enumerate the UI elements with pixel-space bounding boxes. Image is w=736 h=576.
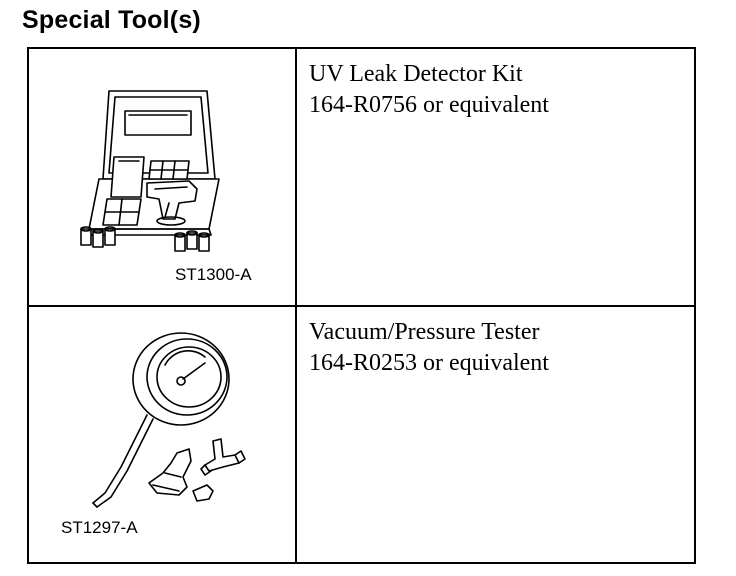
tool-description-cell: Vacuum/Pressure Tester 164-R0253 or equi… bbox=[295, 305, 696, 564]
page-title: Special Tool(s) bbox=[22, 6, 201, 34]
uv-leak-detector-kit-illustration bbox=[80, 90, 220, 252]
special-tools-table: ST1300-A UV Leak Detector Kit 164-R0756 … bbox=[27, 47, 696, 564]
tool-name: UV Leak Detector Kit bbox=[309, 61, 523, 87]
tool-description-cell: UV Leak Detector Kit 164-R0756 or equiva… bbox=[295, 47, 696, 307]
vacuum-pressure-tester-illustration bbox=[92, 332, 246, 508]
tool-image-cell: ST1297-A bbox=[27, 305, 297, 564]
tool-part-number: 164-R0253 or equivalent bbox=[309, 350, 549, 376]
tool-row: ST1300-A UV Leak Detector Kit 164-R0756 … bbox=[27, 47, 696, 307]
tool-image-cell: ST1300-A bbox=[27, 47, 297, 307]
tool-name: Vacuum/Pressure Tester bbox=[309, 319, 540, 345]
tool-code: ST1300-A bbox=[175, 265, 252, 284]
tool-row: ST1297-A Vacuum/Pressure Tester 164-R025… bbox=[27, 305, 696, 564]
tool-part-number: 164-R0756 or equivalent bbox=[309, 92, 549, 118]
tool-code: ST1297-A bbox=[61, 518, 138, 537]
